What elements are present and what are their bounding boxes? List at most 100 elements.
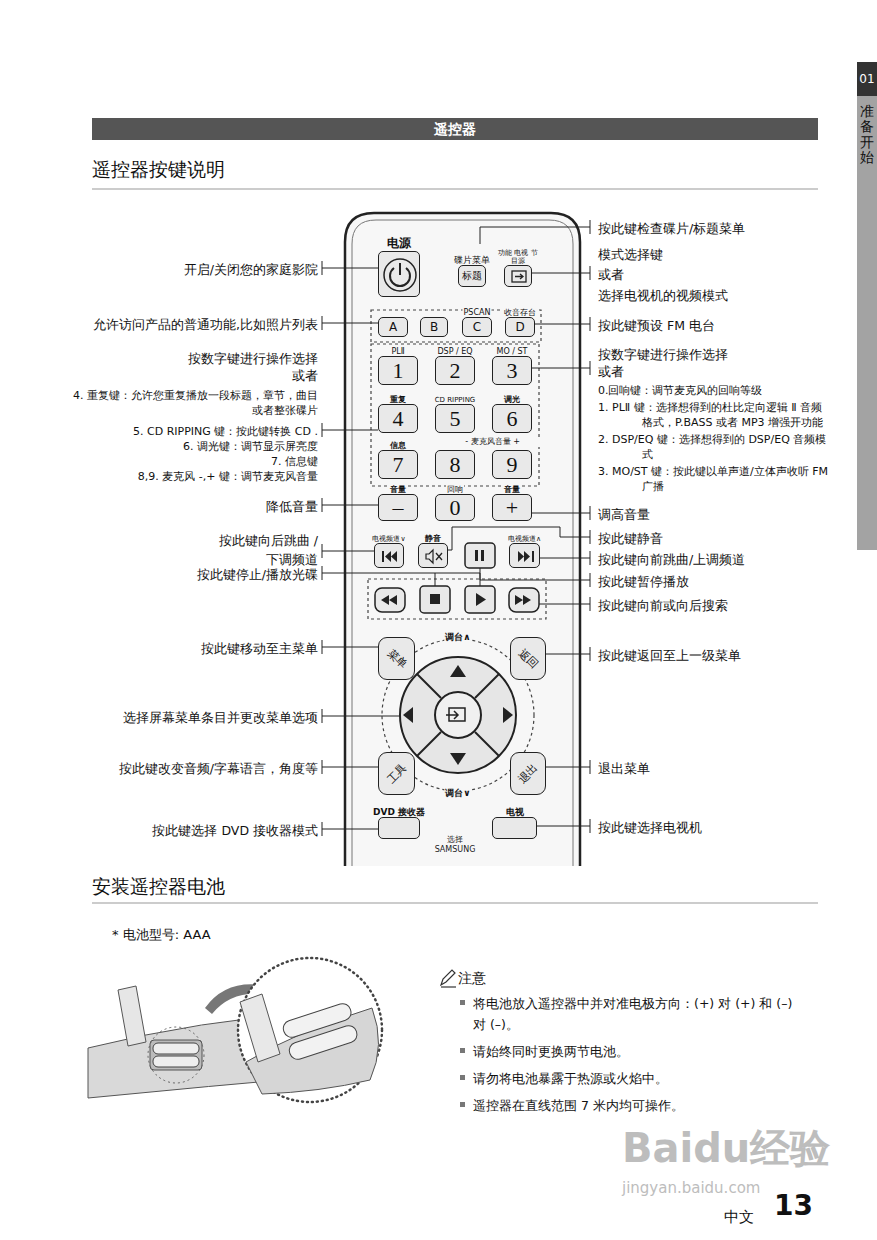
remote-button: 返回 — [510, 637, 546, 680]
callout-text: 或者 — [598, 266, 848, 285]
remote-button: 调光6 — [492, 404, 532, 433]
remote-button: 工具 — [378, 752, 415, 795]
remote-button: 退出 — [510, 752, 546, 795]
button-label: 5 — [450, 408, 461, 430]
transport-button — [420, 586, 450, 613]
remote-button: 碟片菜单标题 — [458, 265, 486, 287]
button-caption: 信息 — [389, 441, 407, 450]
button-caption: 电视频道∨ — [371, 535, 406, 543]
rule-line — [92, 189, 818, 190]
transport-button — [465, 543, 495, 568]
nav-pad-drawing — [503, 707, 513, 723]
watermark: jingyan.baidu.com — [622, 1177, 862, 1200]
label-column: 按数字键进行操作选择 或者 4. 重复键：允许您重复播放一段标题，章节，曲目或者整… — [70, 350, 318, 484]
button-icon — [436, 553, 442, 560]
callout-text: 开启/关闭您的家庭影院 — [78, 261, 318, 280]
remote-button: 音量+ — [492, 494, 532, 521]
remote-button: 音量– — [378, 494, 418, 521]
nav-pad-drawing — [450, 665, 466, 677]
section-band: 遥控器 — [92, 118, 818, 140]
remote-button: MO / ST3 — [492, 356, 532, 385]
button-label: 1 — [393, 360, 404, 382]
button-icon — [419, 544, 449, 569]
battery-type: * 电池型号: AAA — [112, 925, 412, 945]
remote-button: 菜单 — [378, 637, 415, 680]
note-item: 请勿将电池暴露于热源或火焰中。 — [473, 1068, 803, 1089]
button-caption: 回响 — [446, 485, 464, 494]
button-icon — [399, 263, 401, 275]
button-group-dashes — [368, 310, 546, 791]
label-column: 将电池放入遥控器中并对准电极方向：(+) 对 (+) 和 (–) 对 (–)。请… — [473, 993, 803, 1122]
remote-outline — [352, 220, 573, 866]
callout-text: 按此键暂停播放 — [598, 573, 848, 592]
callout-text: 退出菜单 — [598, 760, 848, 779]
transport-button — [375, 543, 539, 613]
remote-button: PSCANC — [462, 317, 492, 337]
callout-text: 4. 重复键：允许您重复播放一段标题，章节，曲目或者整张碟片 — [70, 388, 318, 418]
button-caption: CD RIPPING — [434, 396, 477, 404]
rule-line — [92, 903, 818, 904]
button-label: 0 — [450, 497, 461, 519]
button-caption: 调台∧ — [444, 632, 471, 642]
button-group-dashes — [368, 579, 546, 619]
button-caption: 音量 — [389, 485, 407, 494]
remote-button: 电视频道∨ — [374, 543, 404, 568]
leader-line — [322, 544, 374, 558]
button-label: – — [393, 497, 404, 519]
remote-outline — [345, 213, 580, 866]
nav-pad-drawing — [450, 753, 466, 765]
button-caption: 收音存台 — [503, 308, 537, 317]
transport-button — [509, 588, 539, 612]
page-number: 13 — [774, 1189, 834, 1223]
leader-line — [546, 647, 590, 661]
remote-button: DSP / EQ2 — [435, 356, 475, 385]
button-caption: 碟片菜单 — [453, 255, 491, 265]
remote-button: CD RIPPING5 — [435, 404, 475, 433]
remote-button: DVD 接收器 — [378, 817, 420, 839]
page-title: 遥控器按键说明 — [92, 157, 225, 183]
callout-text: 允许访问产品的普通功能,比如照片列表 — [58, 316, 318, 335]
battery-illustration — [287, 1024, 359, 1062]
button-caption: 调光 — [503, 395, 521, 404]
button-caption: PSCAN — [463, 308, 492, 317]
note-item: 请始终同时更换两节电池。 — [473, 1041, 803, 1062]
callout-text: 按此键选择电视机 — [598, 819, 848, 838]
callout-text: 降低音量 — [78, 498, 318, 517]
callout-text: 按此键停止/播放光碟 — [78, 566, 318, 585]
button-icon — [384, 259, 416, 291]
remote-button: 信息7 — [378, 450, 418, 479]
button-icon — [379, 252, 421, 298]
remote-button: 电视频道∧ — [509, 543, 540, 568]
button-caption: MO / ST — [496, 347, 529, 356]
transport-button — [475, 550, 478, 561]
button-icon — [512, 271, 526, 282]
remote-button: 功能 电视 节目源 — [504, 265, 532, 287]
battery-illustration — [148, 1027, 204, 1083]
button-caption: 电视频道∧ — [507, 535, 542, 543]
button-caption: 功能 电视 节目源 — [496, 249, 540, 265]
nav-pad-drawing — [475, 674, 499, 698]
nav-pad-drawing — [403, 707, 413, 723]
leader-line — [540, 551, 590, 565]
button-label: 8 — [450, 454, 461, 476]
section-title: 安装遥控器电池 — [92, 872, 492, 901]
transport-button — [381, 595, 397, 605]
transport-button — [476, 593, 486, 606]
transport-button — [375, 588, 405, 612]
callout-text: 按此键向后跳曲 /下调频道 — [218, 531, 318, 569]
remote-outline — [345, 213, 580, 866]
button-icon — [518, 551, 530, 562]
button-icon — [510, 544, 541, 569]
button-caption: 调台∨ — [444, 788, 471, 798]
nav-pad-drawing — [417, 732, 441, 756]
callout-text: 2. DSP/EQ 键：选择想得到的 DSP/EQ 音频模式 — [598, 432, 830, 462]
battery-illustration — [240, 994, 280, 1062]
leader-line — [322, 498, 378, 512]
note-item: 将电池放入遥控器中并对准电极方向：(+) 对 (+) 和 (–) 对 (–)。 — [473, 993, 803, 1035]
callout-text: 7. 信息键 — [70, 454, 318, 469]
callout-text: 按数字键进行操作选择 或者 — [188, 350, 318, 384]
note-heading: 注意 — [458, 968, 558, 989]
note-pencil — [441, 970, 455, 985]
leader-line — [322, 709, 400, 723]
